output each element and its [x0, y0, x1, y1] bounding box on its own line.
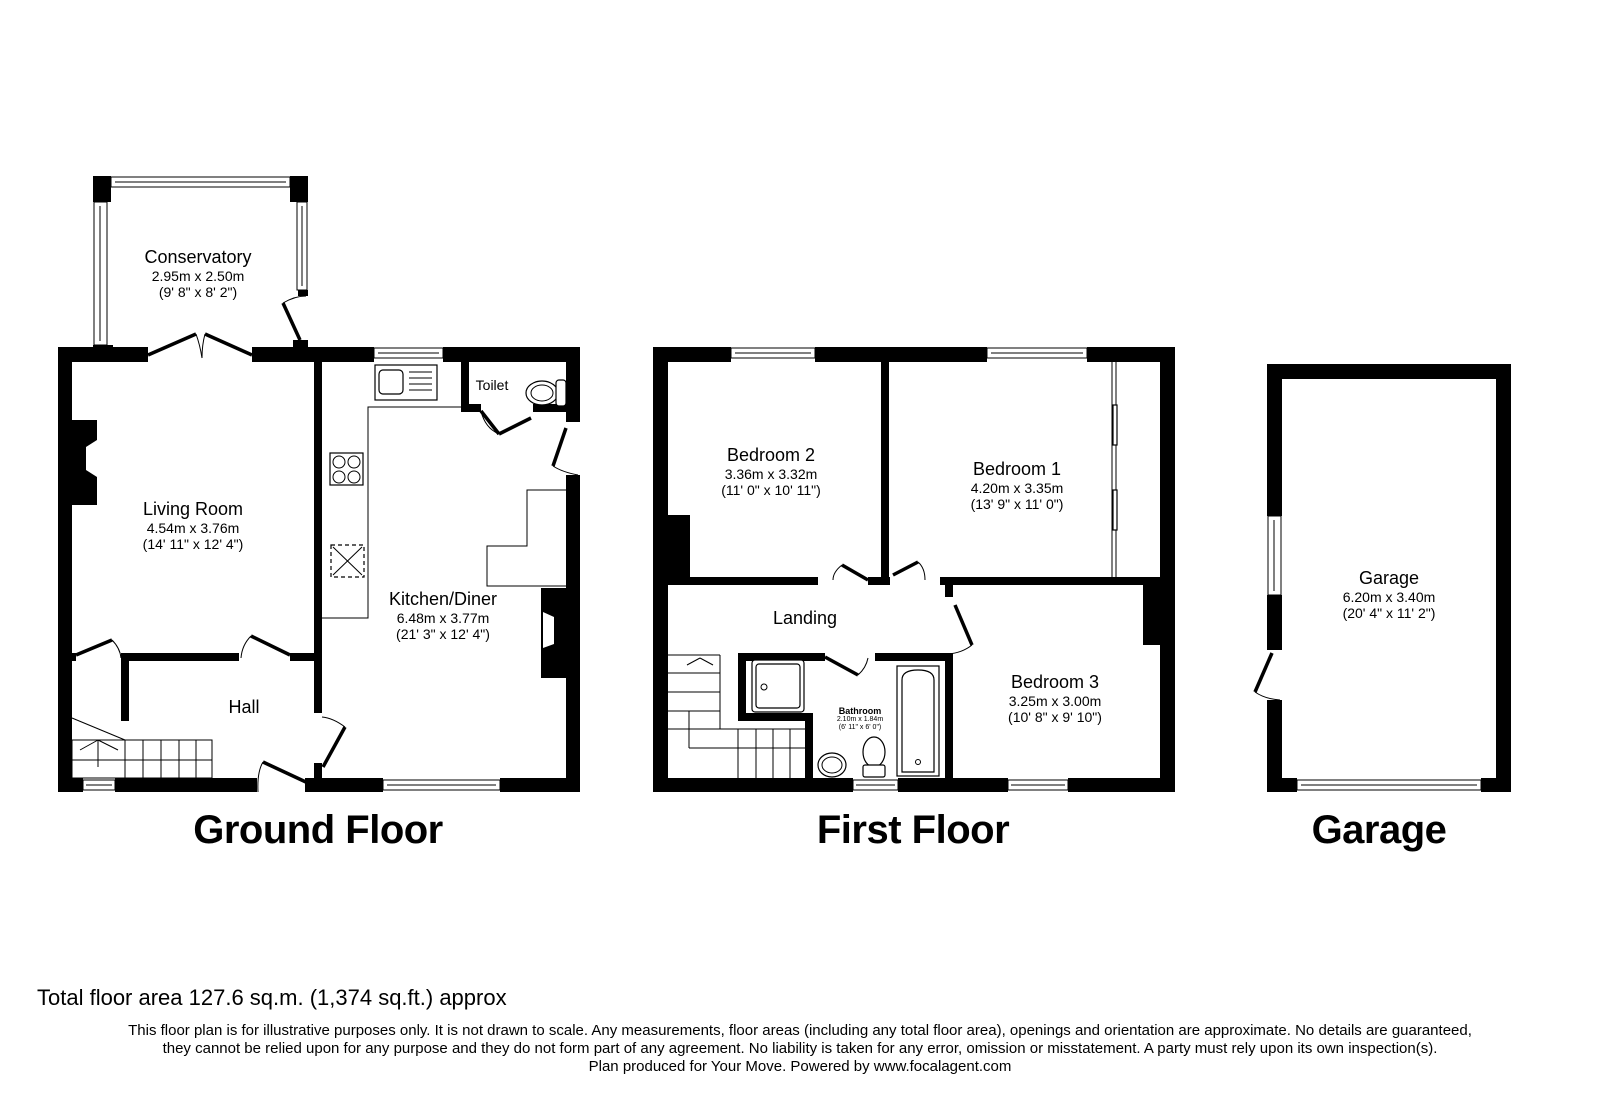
- room-label-bedroom-1: Bedroom 1 4.20m x 3.35m (13' 9" x 11' 0"…: [971, 459, 1064, 512]
- room-name: Bedroom 2: [726, 445, 816, 465]
- first-floor-plan: [653, 347, 1175, 792]
- first-floor-staircase: [668, 654, 805, 778]
- floor-title-first: First Floor: [816, 808, 1010, 852]
- disclaimer: This floor plan is for illustrative purp…: [0, 1022, 1600, 1076]
- extractor-icon: [330, 544, 365, 578]
- kitchen-worktops: [322, 406, 566, 619]
- room-dimensions-metric: 6.48m x 3.77m: [396, 609, 490, 626]
- floor-title-garage: Garage: [1311, 808, 1447, 852]
- living-fireplace-hearth: [86, 440, 97, 477]
- room-label-kitchen-diner: Kitchen/Diner 6.48m x 3.77m (21' 3" x 12…: [389, 589, 497, 642]
- conservatory-door: [281, 295, 307, 341]
- room-dimensions-imperial: (21' 3" x 12' 4"): [396, 625, 490, 642]
- conservatory-windows: [93, 176, 308, 346]
- floor-title-ground: Ground Floor: [193, 808, 443, 852]
- ground-floor-windows: [82, 347, 501, 791]
- french-doors: [147, 332, 253, 359]
- room-label-toilet: Toilet: [475, 377, 509, 393]
- ground-staircase: [71, 717, 213, 779]
- room-dimensions-imperial: (11' 0" x 10' 11"): [721, 481, 821, 498]
- room-dimensions-imperial: (9' 8" x 8' 2"): [158, 283, 238, 300]
- room-name: Kitchen/Diner: [388, 589, 498, 609]
- ground-floor-plan: [58, 176, 580, 793]
- disclaimer-line: Plan produced for Your Move. Powered by …: [588, 1058, 1012, 1075]
- room-dimensions-imperial: (10' 8" x 9' 10"): [1008, 708, 1102, 725]
- disclaimer-line: they cannot be relied upon for any purpo…: [162, 1040, 1438, 1057]
- kitchen-fireplace-hearth: [543, 612, 554, 648]
- hob-icon: [329, 452, 364, 486]
- room-name: Bathroom: [838, 706, 882, 716]
- ground-floor-walls: [58, 347, 580, 792]
- room-dimensions-metric: 3.36m x 3.32m: [724, 465, 818, 482]
- garage-plan: [1253, 364, 1511, 792]
- first-floor-doors: [824, 560, 974, 677]
- bath-icon: [896, 665, 940, 777]
- first-floor-windows: [730, 347, 1088, 791]
- room-label-bedroom-2: Bedroom 2 3.36m x 3.32m (11' 0" x 10' 11…: [721, 445, 821, 498]
- room-label-living-room: Living Room 4.54m x 3.76m (14' 11" x 12'…: [143, 499, 244, 552]
- room-label-conservatory: Conservatory 2.95m x 2.50m (9' 8" x 8' 2…: [144, 247, 251, 300]
- room-name: Bedroom 3: [1010, 672, 1100, 692]
- room-name: Conservatory: [144, 247, 252, 267]
- room-name: Living Room: [142, 499, 244, 519]
- bedroom1-wardrobe: [1111, 362, 1118, 577]
- shower-icon: [751, 659, 805, 713]
- room-dimensions-imperial: (20' 4" x 11' 2"): [1342, 604, 1436, 621]
- room-label-bathroom: Bathroom 2.10m x 1.84m (6' 11" x 6' 0"): [837, 706, 883, 732]
- total-floor-area: Total floor area 127.6 sq.m. (1,374 sq.f…: [37, 985, 507, 1010]
- bathroom-wc-icon: [862, 736, 886, 778]
- garage-walls: [1267, 364, 1511, 792]
- garage-windows: [1267, 515, 1482, 791]
- room-dimensions-metric: 2.10m x 1.84m: [836, 716, 884, 724]
- room-dimensions-imperial: (13' 9" x 11' 0"): [970, 495, 1064, 512]
- room-name: Bedroom 1: [972, 459, 1062, 479]
- room-dimensions-metric: 2.95m x 2.50m: [151, 267, 245, 284]
- room-dimensions-metric: 3.25m x 3.00m: [1008, 692, 1102, 709]
- room-dimensions-metric: 4.54m x 3.76m: [146, 519, 240, 536]
- room-name: Garage: [1358, 568, 1420, 588]
- room-label-hall: Hall: [228, 697, 260, 717]
- sink-icon: [374, 364, 438, 401]
- room-dimensions-metric: 6.20m x 3.40m: [1342, 588, 1436, 605]
- room-dimensions-imperial: (14' 11" x 12' 4"): [142, 535, 244, 552]
- wc-icon: [525, 379, 567, 407]
- ground-floor-doors: [75, 409, 579, 793]
- disclaimer-line: This floor plan is for illustrative purp…: [128, 1022, 1472, 1039]
- room-label-landing: Landing: [772, 608, 838, 628]
- room-dimensions-imperial: (6' 11" x 6' 0"): [838, 724, 882, 732]
- garage-side-door: [1253, 652, 1281, 701]
- first-floor-walls: [653, 347, 1175, 792]
- basin-icon: [817, 752, 847, 778]
- room-label-bedroom-3: Bedroom 3 3.25m x 3.00m (10' 8" x 9' 10"…: [1008, 672, 1102, 725]
- room-dimensions-metric: 4.20m x 3.35m: [970, 479, 1064, 496]
- room-label-garage: Garage 6.20m x 3.40m (20' 4" x 11' 2"): [1343, 568, 1436, 621]
